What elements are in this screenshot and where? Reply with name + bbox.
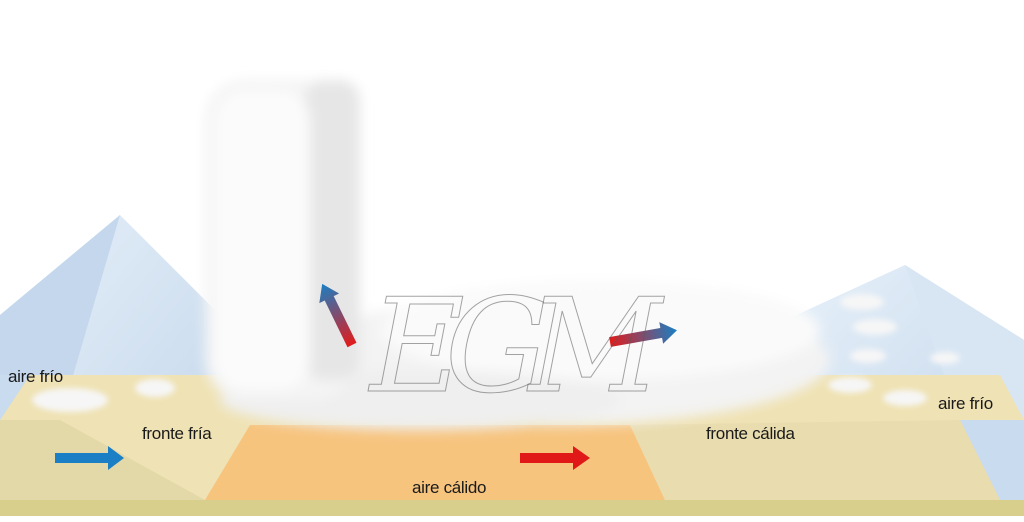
ground-base [0,500,1024,516]
watermark-logo: EGM [370,270,663,423]
label-warm-front: fronte cálida [706,424,795,443]
warm-air-mass [205,425,665,500]
rising-air-arrow-cold-front [319,283,357,348]
label-cold-front: fronte fría [142,424,212,443]
cold-air-arrow [55,446,124,470]
label-cold-air-left: aire frío [8,367,63,386]
label-cold-air-right: aire frío [938,394,993,413]
clouds [205,80,830,430]
label-warm-air: aire cálido [412,478,487,497]
warm-air-arrow [520,446,590,470]
rising-air-arrow-warm-front [609,322,677,347]
